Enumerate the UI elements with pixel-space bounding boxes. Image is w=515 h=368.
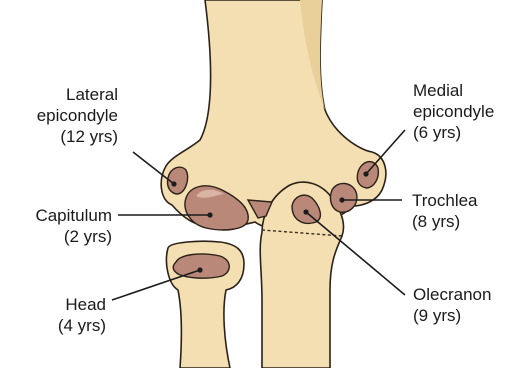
medial-epicondyle-line2: epicondyle: [413, 101, 494, 122]
radial-head-center: [173, 254, 229, 278]
leader-dot-olecranon: [303, 209, 308, 214]
capitulum-age: (2 yrs): [8, 226, 112, 247]
olecranon-age: (9 yrs): [413, 305, 491, 326]
leader-dot-head: [197, 267, 202, 272]
leader-dot-capitulum: [207, 212, 212, 217]
leader-dot-lateral-epicondyle: [171, 181, 176, 186]
label-medial-epicondyle: Medial epicondyle (6 yrs): [413, 80, 494, 143]
olecranon-name: Olecranon: [413, 284, 491, 305]
lateral-epicondyle-line1: Lateral: [8, 84, 118, 105]
lateral-epicondyle-line2: epicondyle: [8, 105, 118, 126]
trochlea-name: Trochlea: [412, 190, 478, 211]
label-trochlea: Trochlea (8 yrs): [412, 190, 478, 232]
trochlea-age: (8 yrs): [412, 211, 478, 232]
label-head: Head (4 yrs): [30, 294, 106, 336]
lateral-epicondyle-age: (12 yrs): [8, 126, 118, 147]
leader-dot-medial-epicondyle: [363, 171, 368, 176]
leader-dot-trochlea: [339, 197, 344, 202]
label-lateral-epicondyle: Lateral epicondyle (12 yrs): [8, 84, 118, 147]
medial-epicondyle-age: (6 yrs): [413, 122, 494, 143]
head-name: Head: [30, 294, 106, 315]
label-capitulum: Capitulum (2 yrs): [8, 205, 112, 247]
capitulum-name: Capitulum: [8, 205, 112, 226]
trochlea-center-right: [330, 183, 356, 212]
head-age: (4 yrs): [30, 315, 106, 336]
medial-epicondyle-line1: Medial: [413, 80, 494, 101]
label-olecranon: Olecranon (9 yrs): [413, 284, 491, 326]
